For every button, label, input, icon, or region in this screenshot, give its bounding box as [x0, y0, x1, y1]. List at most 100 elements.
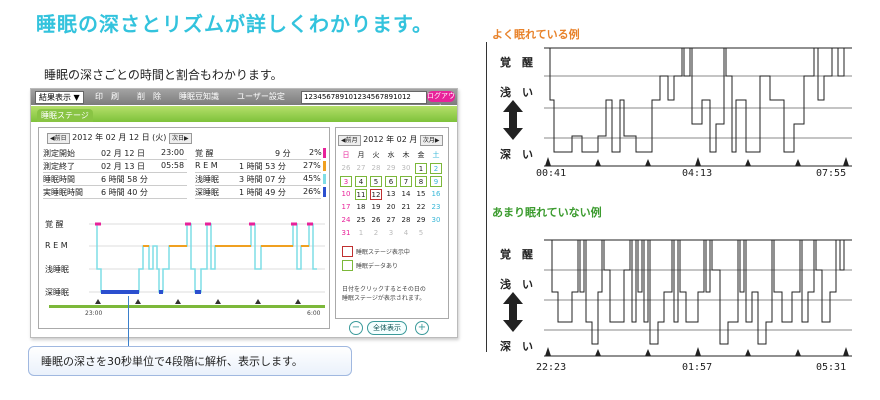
calendar-day[interactable]: 6	[385, 176, 397, 187]
calendar-header: ◀前月 2012 年 02 月 次月▶	[338, 134, 443, 146]
row-label: 実睡眠時間	[43, 188, 83, 197]
prev-day-button[interactable]: ◀前日	[47, 133, 70, 144]
next-month-button[interactable]: 次月▶	[419, 135, 443, 146]
level-rem: R E M	[45, 241, 68, 250]
callout-pointer	[128, 296, 129, 346]
logout-button[interactable]: ログアウト	[427, 91, 455, 111]
axis-end-label: 6:00	[307, 310, 321, 317]
next-day-button[interactable]: 次日▶	[168, 133, 192, 144]
calendar-day[interactable]: 2	[430, 163, 442, 174]
bad-depth-arrow-icon	[503, 292, 523, 332]
stage-duration: 1 時間 53 分	[239, 162, 286, 171]
calendar-note-1: 日付をクリックするとその日の	[342, 286, 426, 293]
headline: 睡眠の深さとリズムが詳しくわかります。	[36, 12, 433, 36]
level-deep: 深睡眠	[45, 288, 69, 297]
calendar-day[interactable]: 29	[386, 164, 396, 172]
calendar-day[interactable]: 20	[386, 203, 396, 211]
calendar-day[interactable]: 27	[356, 164, 366, 172]
menu-delete[interactable]: 削 除	[137, 92, 161, 101]
stage-duration: 1 時間 49 分	[239, 188, 286, 197]
calendar-day[interactable]: 28	[401, 216, 411, 224]
stage-percent: 45%	[303, 174, 321, 183]
stage-percent: 27%	[303, 161, 321, 170]
calendar-day[interactable]: 14	[401, 190, 411, 198]
tab-bar: 睡眠ステージ	[31, 106, 457, 122]
calendar-day[interactable]: 1	[415, 163, 427, 174]
menu-user-settings[interactable]: ユーザー設定	[237, 92, 285, 101]
stage-duration: 9 分	[275, 149, 291, 158]
calendar-day[interactable]: 26	[371, 216, 381, 224]
bad-label-deep: 深 い	[500, 340, 533, 353]
calendar-day[interactable]: 30	[401, 164, 411, 172]
row-time: 05:58	[161, 161, 185, 170]
bad-tick-start: 22:23	[536, 362, 567, 373]
calendar-day[interactable]: 3	[340, 176, 352, 187]
calendar-day[interactable]: 30	[431, 216, 441, 224]
calendar-day[interactable]: 9	[430, 176, 442, 187]
calendar-day[interactable]: 15	[416, 190, 426, 198]
tab-sleep-stage[interactable]: 睡眠ステージ	[37, 109, 93, 122]
calendar-day[interactable]: 16	[431, 190, 441, 198]
good-label-deep: 深 い	[500, 148, 533, 161]
calendar-day[interactable]: 23	[431, 203, 441, 211]
axis-start-label: 23:00	[85, 310, 103, 317]
good-label-shallow: 浅 い	[500, 86, 533, 99]
good-tick-start: 00:41	[536, 168, 567, 179]
calendar-day[interactable]: 25	[356, 216, 366, 224]
calendar-day[interactable]: 11	[355, 189, 367, 200]
calendar-day[interactable]: 29	[416, 216, 426, 224]
menu-bar: 結果表示 ▼ 印 刷 削 除 睡眠豆知識 ユーザー設定 123456789101…	[31, 89, 457, 111]
stage-label: 浅睡眠	[195, 175, 219, 184]
bad-label-shallow: 浅 い	[500, 278, 533, 291]
calendar-day[interactable]: 22	[416, 203, 426, 211]
calendar-day[interactable]: 28	[371, 164, 381, 172]
user-id-field[interactable]: 1234567891012345678910​12	[301, 91, 427, 104]
zoom-out-button[interactable]: −	[349, 321, 363, 335]
menu-print[interactable]: 印 刷	[95, 92, 119, 101]
weekday-header: 日	[342, 151, 350, 159]
row-value: 6 時間 58 分	[101, 175, 148, 184]
bad-tick-mid: 01:57	[682, 362, 713, 373]
prev-month-button[interactable]: ◀前月	[338, 135, 361, 146]
current-date: 2012 年 02 月 12 日 (火)	[72, 133, 167, 142]
show-all-button[interactable]: 全体表示	[367, 321, 407, 335]
stage-label: 覚 醒	[195, 149, 214, 158]
calendar-day[interactable]: 18	[356, 203, 366, 211]
calendar-day[interactable]: 5	[370, 176, 382, 187]
row-label: 睡眠時間	[43, 175, 75, 184]
callout-box: 睡眠の深さを30秒単位で4段階に解析、表示します。	[28, 346, 352, 376]
calendar-day[interactable]: 7	[400, 176, 412, 187]
row-time: 23:00	[161, 148, 185, 157]
row-value: 02 月 13 日	[101, 162, 145, 171]
zoom-in-button[interactable]: +	[415, 321, 429, 335]
calendar-day[interactable]: 5	[418, 229, 424, 237]
calendar-day[interactable]: 17	[341, 203, 351, 211]
good-sleep-chart	[544, 47, 852, 167]
awake-color-bar	[323, 148, 326, 158]
calendar-day[interactable]: 27	[386, 216, 396, 224]
calendar-day[interactable]: 4	[403, 229, 409, 237]
calendar-day[interactable]: 26	[341, 164, 351, 172]
calendar-day[interactable]: 10	[341, 190, 351, 198]
result-display-dropdown[interactable]: 結果表示 ▼	[35, 91, 84, 104]
calendar-day[interactable]: 1	[358, 229, 364, 237]
calendar-day[interactable]: 13	[386, 190, 396, 198]
calendar-day[interactable]: 2	[373, 229, 379, 237]
calendar-day[interactable]: 24	[341, 216, 351, 224]
legend-stage-box	[342, 246, 353, 257]
calendar-day[interactable]: 12	[370, 189, 382, 200]
weekday-header: 金	[417, 151, 425, 159]
stage-label: R E M	[195, 161, 218, 170]
weekday-header: 土	[432, 151, 440, 159]
calendar-day[interactable]: 19	[371, 203, 381, 211]
stage-duration: 3 時間 07 分	[239, 175, 286, 184]
row-label: 測定開始	[43, 149, 75, 158]
calendar-day[interactable]: 31	[341, 229, 351, 237]
calendar-day[interactable]: 3	[388, 229, 394, 237]
calendar-day[interactable]: 4	[355, 176, 367, 187]
good-example-title: よく眠れている例	[492, 28, 580, 41]
menu-sleep-tips[interactable]: 睡眠豆知識	[179, 92, 219, 101]
calendar-day[interactable]: 21	[401, 203, 411, 211]
calendar-day[interactable]: 8	[415, 176, 427, 187]
good-tick-mid: 04:13	[682, 168, 713, 179]
